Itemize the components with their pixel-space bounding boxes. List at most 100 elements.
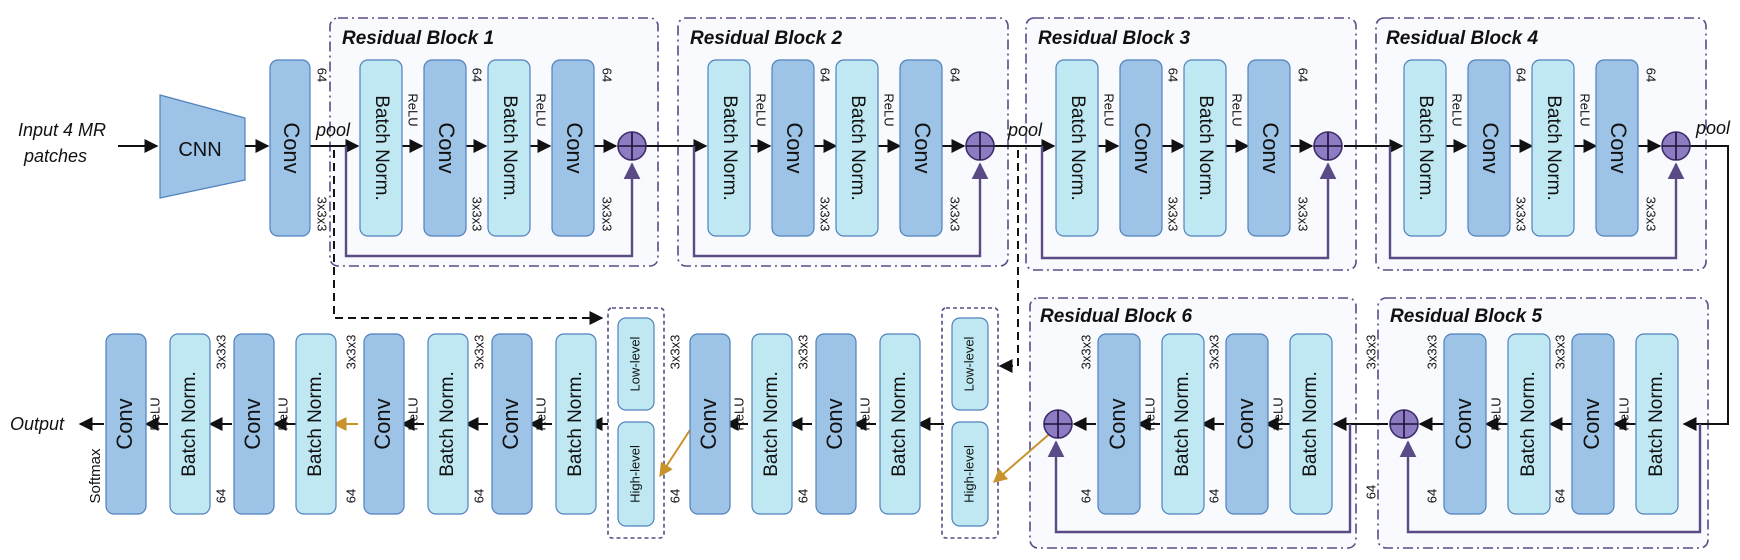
b2-bn1 [707, 59, 751, 237]
b5-conv1-label: Conv [1579, 398, 1604, 449]
b4-relu1: ReLU [1450, 93, 1465, 126]
b1-conv1 [423, 59, 467, 237]
input-label-line1: Input 4 MR [18, 120, 106, 140]
dec-dimk-d: 3x3x3 [343, 335, 358, 370]
b4-bn2 [1531, 59, 1575, 237]
dec-dim64-d: 64 [343, 489, 358, 503]
output-label: Output [10, 414, 65, 434]
block-title-2: Residual Block 2 [690, 28, 842, 49]
b2-dim64-b: 64 [948, 68, 963, 82]
b2-dimk-b: 3x3x3 [948, 197, 963, 232]
b4-conv2 [1595, 59, 1639, 237]
block-title-6: Residual Block 6 [1040, 306, 1192, 327]
concat-left-low [617, 317, 655, 411]
b4-relu2: ReLU [1578, 93, 1593, 126]
b3-relu1: ReLU [1102, 93, 1117, 126]
b1-relu1: ReLU [406, 93, 421, 126]
block-title-4: Residual Block 4 [1386, 28, 1538, 49]
dec-bn3 [555, 333, 597, 515]
dec-bn2 [751, 333, 793, 515]
block-title-1: Residual Block 1 [342, 28, 494, 49]
b1-dimk-b: 3x3x3 [600, 197, 615, 232]
b4-conv1 [1467, 59, 1511, 237]
b5-relu1: ReLU [1616, 397, 1631, 430]
dec-bn5-label: Batch Norm. [305, 371, 326, 477]
dec-conv3-label: Conv [498, 398, 523, 449]
dec-bn6 [169, 333, 211, 515]
b6-bn2 [1161, 333, 1205, 515]
b5-dim64-a: 64 [1552, 489, 1567, 503]
dec-conv1-label: Conv [822, 398, 847, 449]
pool-label-2: pool [1007, 120, 1043, 140]
b5-bn2 [1507, 333, 1551, 515]
b6-dimk-b: 3x3x3 [1078, 335, 1093, 370]
arrow-top-to-bottom [1682, 145, 1729, 431]
b6-conv1-label: Conv [1233, 398, 1258, 449]
b3-conv1 [1119, 59, 1163, 237]
dec-conv5-label: Conv [240, 398, 265, 449]
input-label-line2: patches [23, 146, 87, 166]
dec-bn1-label: Batch Norm. [889, 371, 910, 477]
dec-relu1: ReLU [857, 397, 872, 430]
pool-label-3: pool [1695, 118, 1731, 138]
b2-bn2-label: Batch Norm. [847, 95, 868, 201]
b6-dimk-a: 3x3x3 [1206, 335, 1221, 370]
b3-dimk-a: 3x3x3 [1166, 197, 1181, 232]
b1-conv2 [551, 59, 595, 237]
b4-dimk-a: 3x3x3 [1514, 197, 1529, 232]
dec-dim64-e: 64 [213, 489, 228, 503]
dec-conv6 [105, 333, 147, 515]
b3-bn1 [1055, 59, 1099, 237]
b5-conv1 [1571, 333, 1615, 515]
dec-conv6-label: Conv [112, 398, 137, 449]
dec-bn5 [295, 333, 337, 515]
b5-bn1 [1635, 333, 1679, 515]
b2-conv1 [771, 59, 815, 237]
orange-arrow-left [659, 429, 691, 478]
dec-bn2-label: Batch Norm. [761, 371, 782, 477]
b5-relu2: ReLU [1488, 397, 1503, 430]
orange-arrow-right [992, 429, 1055, 483]
pool-label-1: pool [315, 120, 351, 140]
dec-dim64-c: 64 [471, 489, 486, 503]
dec-dim64-a: 64 [667, 489, 682, 503]
concat-right-low-label: Low-level [961, 336, 976, 391]
dec-conv2-label: Conv [696, 398, 721, 449]
b5-dim64-b: 64 [1424, 489, 1439, 503]
b2-relu1: ReLU [754, 93, 769, 126]
dim-k-conv0: 3x3x3 [315, 197, 330, 232]
dec-dimk-c: 3x3x3 [471, 335, 486, 370]
block-title-5: Residual Block 5 [1390, 306, 1542, 327]
concat-group-left [607, 307, 665, 539]
dec-conv2 [689, 333, 731, 515]
b1-bn1-label: Batch Norm. [371, 95, 392, 201]
b2-dimk-a: 3x3x3 [818, 197, 833, 232]
b3-dim64-b: 64 [1296, 68, 1311, 82]
concat-right-low [951, 317, 989, 411]
b1-relu2: ReLU [534, 93, 549, 126]
b4-bn1 [1403, 59, 1447, 237]
b4-bn1-label: Batch Norm. [1415, 95, 1436, 201]
b6-relu1: ReLU [1270, 397, 1285, 430]
b6-conv1 [1225, 333, 1269, 515]
b4-bn2-label: Batch Norm. [1543, 95, 1564, 201]
b5-conv2-label: Conv [1451, 398, 1476, 449]
softmax-label: Softmax [87, 448, 104, 504]
dec-conv1 [815, 333, 857, 515]
b3-conv1-label: Conv [1130, 122, 1155, 173]
dim-64-conv0: 64 [315, 68, 330, 82]
dec-bn6-label: Batch Norm. [179, 371, 200, 477]
b1-dim64-b: 64 [600, 68, 615, 82]
b6-bn2-label: Batch Norm. [1172, 371, 1193, 477]
b2-bn1-label: Batch Norm. [719, 95, 740, 201]
dec-relu2: ReLU [731, 397, 746, 430]
b5-dimk-a: 3x3x3 [1552, 335, 1567, 370]
b6-bn1-label: Batch Norm. [1300, 371, 1321, 477]
dec-dimk-b: 3x3x3 [795, 335, 810, 370]
dec-dim64-b: 64 [795, 489, 810, 503]
b6-conv2 [1097, 333, 1141, 515]
b2-conv2 [899, 59, 943, 237]
b4-dim64-b: 64 [1644, 68, 1659, 82]
